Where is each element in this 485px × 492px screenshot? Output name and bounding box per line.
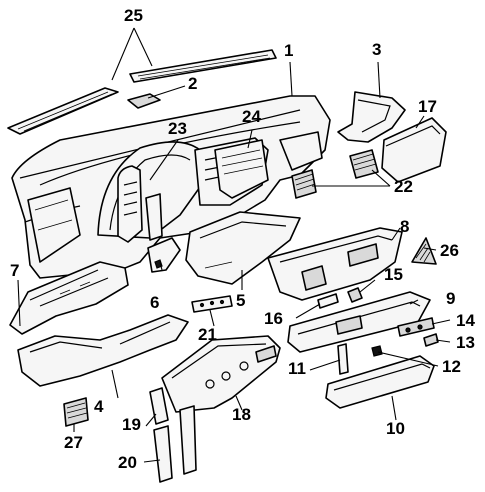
part-triangle-trim (411, 237, 437, 265)
part-center-housing (214, 139, 269, 199)
part-vent-27 (63, 397, 89, 427)
part-glove-box-door (287, 291, 431, 353)
callout-24: 24 (242, 107, 261, 126)
callout-21: 21 (198, 325, 217, 344)
part-side-trim (337, 91, 406, 143)
part-check-strap (337, 343, 349, 375)
part-air-vents (291, 149, 379, 199)
callout-6: 6 (150, 293, 159, 312)
callout-12: 12 (442, 357, 461, 376)
part-vent-ducts (117, 165, 163, 243)
part-glove-box-housing (267, 227, 403, 301)
part-center-tray (185, 211, 301, 285)
callout-19: 19 (122, 415, 141, 434)
callout-26: 26 (440, 241, 459, 260)
part-knee-bolster (17, 314, 189, 387)
callout-15: 15 (384, 265, 403, 284)
part-switch-plate (191, 295, 233, 313)
callout-22: 22 (394, 177, 413, 196)
callout-11: 11 (288, 359, 306, 378)
part-pin-16 (317, 293, 339, 309)
callout-17: 17 (418, 97, 437, 116)
callout-8: 8 (400, 217, 409, 236)
callout-4: 4 (94, 397, 104, 416)
callout-10: 10 (386, 419, 405, 438)
callout-1: 1 (284, 41, 293, 60)
callout-2: 2 (188, 74, 197, 93)
part-bumper (371, 345, 383, 357)
part-instrument-panel (11, 95, 331, 279)
callout-25: 25 (124, 6, 143, 25)
callout-3: 3 (372, 40, 381, 59)
callout-13: 13 (456, 333, 475, 352)
callout-5: 5 (236, 291, 245, 310)
part-glove-box-bin (325, 355, 435, 409)
callout-27: 27 (64, 433, 83, 452)
callout-9: 9 (446, 289, 455, 308)
part-clip-2 (127, 93, 161, 109)
part-reinforcement (161, 335, 281, 413)
callout-23: 23 (168, 119, 187, 138)
part-clip-15 (347, 287, 363, 303)
part-clip-13 (423, 333, 439, 347)
part-bracket-6 (147, 237, 181, 273)
callout-14: 14 (456, 311, 475, 330)
leader-lines (17, 27, 451, 463)
callout-20: 20 (118, 453, 137, 472)
part-panel-pad (381, 117, 447, 183)
callout-labels: 25 2 1 3 24 23 17 22 8 26 7 15 6 5 9 21 … (10, 6, 475, 472)
callout-16: 16 (264, 309, 283, 328)
part-latch (397, 317, 435, 337)
callout-7: 7 (10, 261, 19, 280)
part-defroster-grille (7, 49, 277, 135)
part-knee-panel-left (9, 261, 129, 335)
callout-18: 18 (232, 405, 251, 424)
